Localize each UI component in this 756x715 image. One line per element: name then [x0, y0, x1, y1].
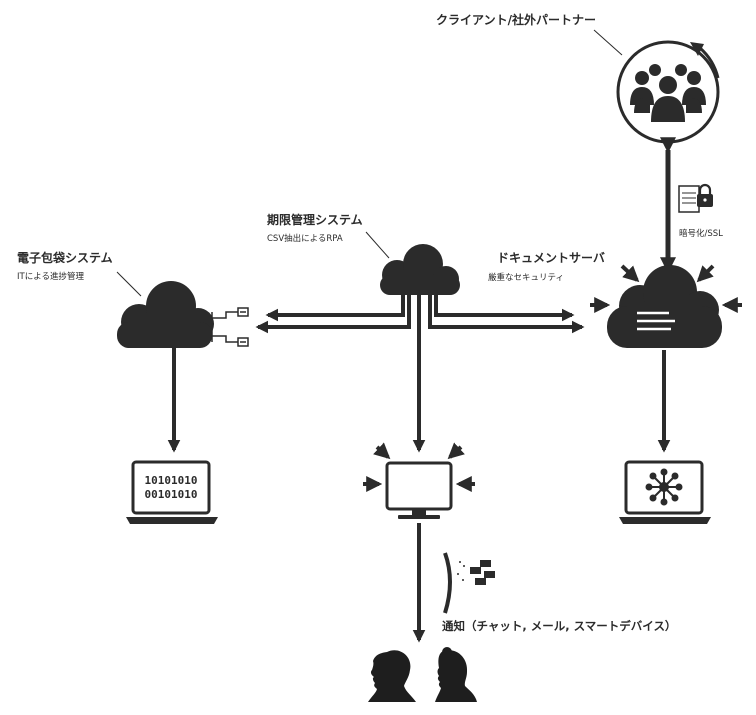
messages-icon [443, 552, 495, 614]
deadline-bus-lines [255, 293, 585, 453]
person-silhouettes-icon [368, 647, 477, 702]
client-rotate-arrow [698, 46, 720, 79]
notification-label: 通知（チャット, メール, スマートデバイス） [442, 619, 676, 633]
docserver-subtitle: 厳重なセキュリティ [488, 272, 564, 283]
laptop-icon: 10101010 00101010 [126, 460, 218, 524]
man-silhouette [368, 650, 416, 702]
monitor-icon [363, 442, 475, 519]
client-label: クライアント/社外パートナー [436, 12, 596, 27]
deadline-subtitle: CSV抽出によるRPA [267, 233, 343, 244]
document-lock-icon [678, 183, 713, 213]
deadline-title: 期限管理システム [267, 212, 363, 227]
epack-subtitle: ITによる進捗管理 [17, 271, 84, 282]
encryption-label: 暗号化/SSL [679, 228, 723, 239]
binary-row-2: 00101010 [145, 488, 198, 501]
laptop-icon [619, 460, 711, 524]
client-node: クライアント/社外パートナー [436, 12, 720, 144]
epack-system-node: 電子包袋システム ITによる進捗管理 [17, 250, 249, 348]
deadline-leader-line [365, 231, 390, 259]
binary-row-1: 10101010 [145, 474, 198, 487]
cloud-icon [380, 244, 460, 295]
deadline-system-node: 期限管理システム CSV抽出によるRPA [267, 212, 460, 295]
client-leader-line [593, 29, 623, 56]
incoming-arrows [590, 264, 742, 313]
docserver-title: ドキュメントサーバ [497, 251, 605, 265]
cloud-icon [607, 265, 722, 348]
docserver-node: ドキュメントサーバ 厳重なセキュリティ [488, 251, 742, 348]
connector-icon [211, 307, 249, 347]
epack-leader-line [116, 271, 142, 297]
incoming-arrows [363, 442, 475, 492]
cloud-icon [117, 281, 214, 348]
client-rotate-arrow-head [690, 42, 704, 56]
epack-title: 電子包袋システム [17, 250, 113, 265]
people-group-icon [630, 64, 706, 122]
network-node-icon [645, 468, 683, 506]
woman-silhouette [435, 650, 477, 702]
